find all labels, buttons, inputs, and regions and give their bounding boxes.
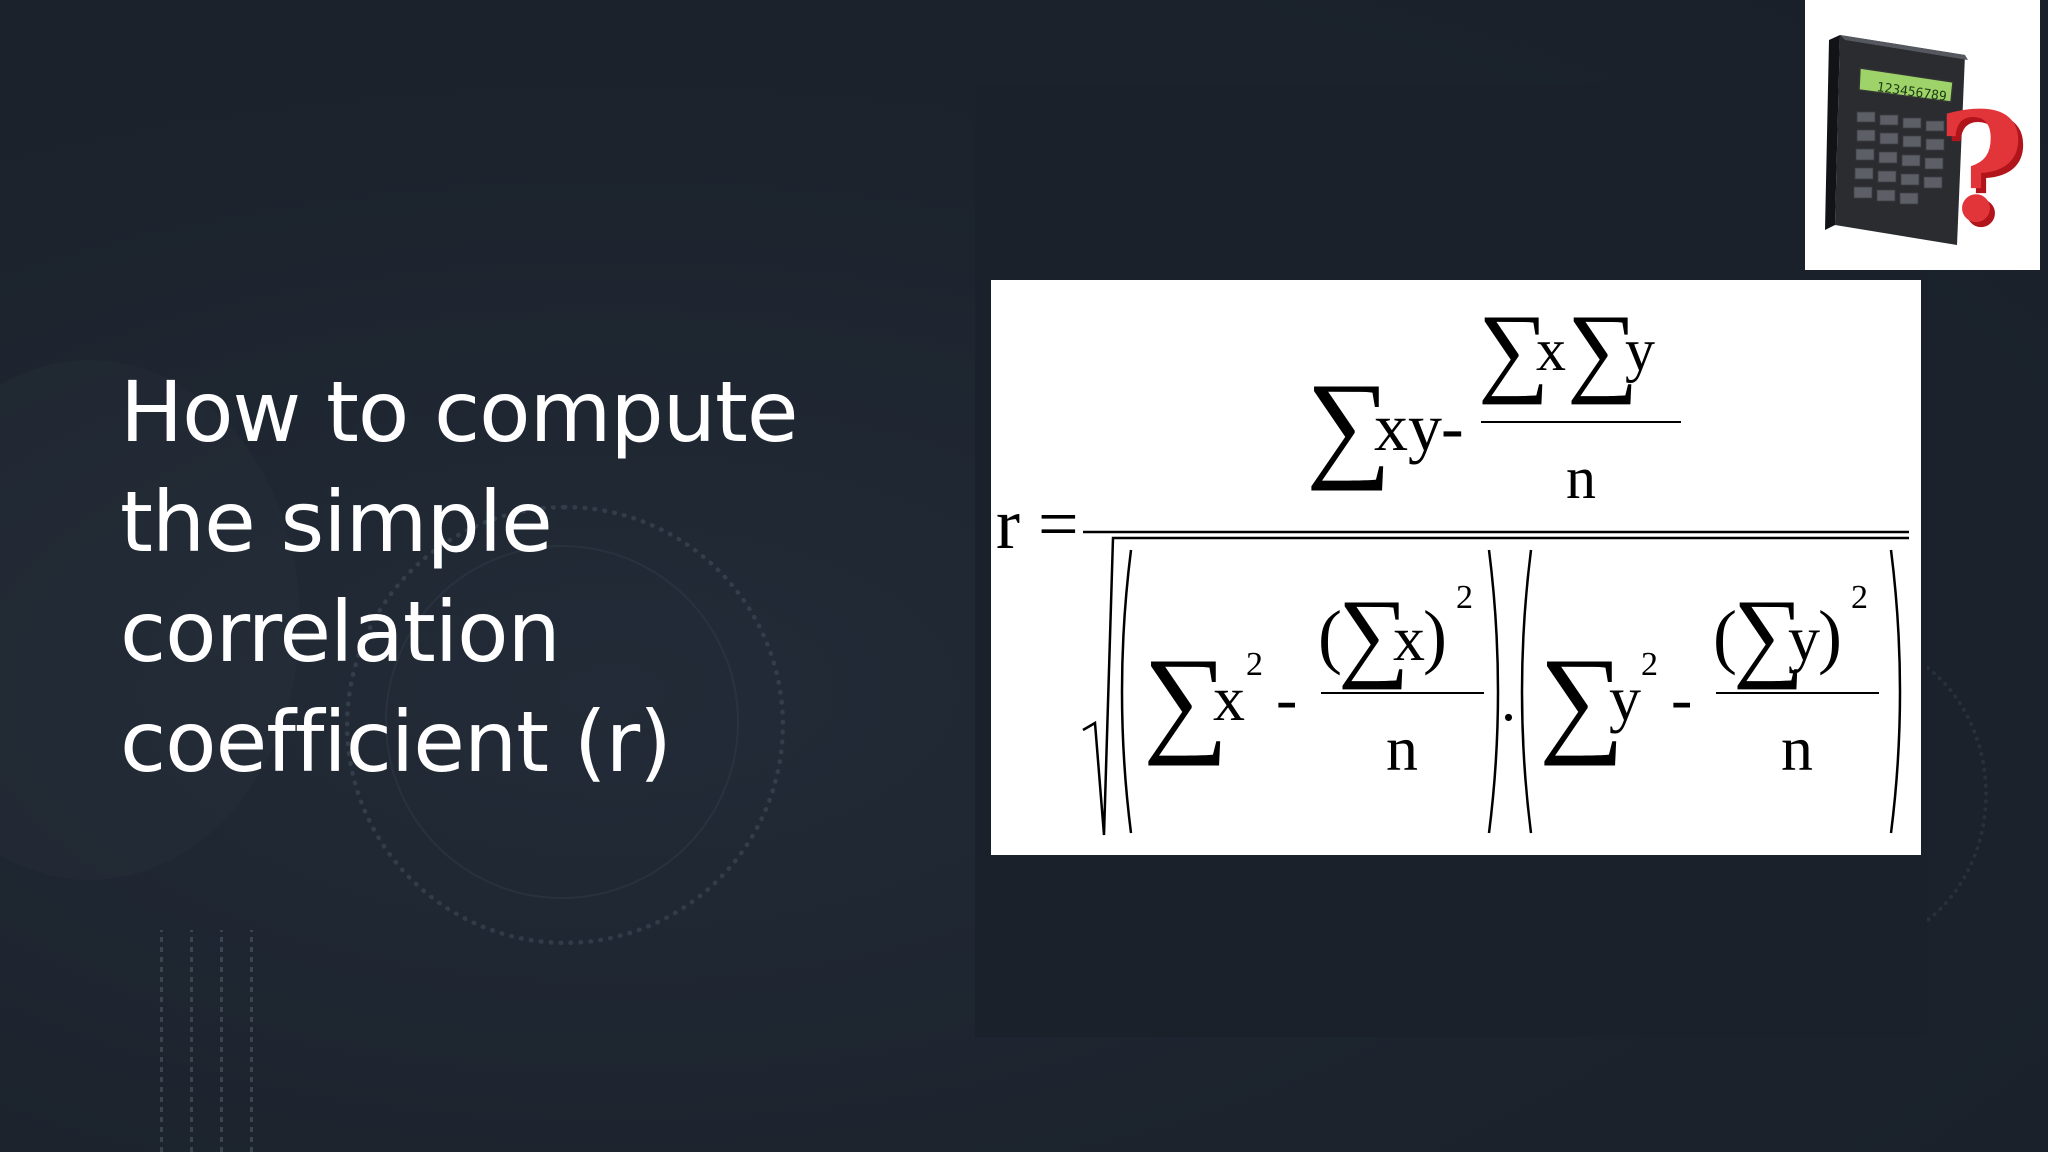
square-root-sign [1082,536,1909,836]
question-mark: ? [1937,80,2025,256]
slide-title: How to compute the simple correlation co… [120,357,880,797]
numerator-xy: xy [1374,389,1442,465]
numerator-y: y [1625,317,1655,383]
sigma-symbol: ∑ [1539,633,1625,766]
title-line: How to compute [120,363,799,461]
title-line: coefficient (r) [120,693,672,791]
calculator-question-image: 123456789 [1805,0,2040,270]
numerator-minus: - [1441,389,1464,465]
numerator-x: x [1536,317,1566,383]
open-paren: ( [1318,596,1342,676]
denominator-x: x [1213,663,1245,734]
sigma-symbol: ∑ [1143,633,1229,766]
exponent: 2 [1851,579,1868,616]
right-paren [1487,549,1500,834]
sigma-symbol: ∑ [1338,579,1409,690]
right-paren [1889,549,1902,834]
sigma-symbol: ∑ [1306,358,1392,491]
left-paren [1520,549,1533,834]
decorative-dotted-ring [345,505,785,945]
sigma-symbol: ∑ [1567,294,1638,405]
decorative-ring [385,545,739,899]
multiply-dot: . [1501,667,1516,733]
exponent: 2 [1246,646,1263,683]
left-divisor: n [1386,713,1418,784]
calculator-icon: 123456789 [1825,35,2030,261]
left-paren [1120,549,1133,834]
numerator-divisor: n [1566,445,1596,511]
decorative-dotted-lines [160,930,265,1152]
question-mark-icon: ? ? [1937,80,2030,261]
close-paren: ) [1423,596,1447,676]
minus-sign: - [1671,663,1692,734]
open-paren: ( [1713,596,1737,676]
exponent: 2 [1641,646,1658,683]
title-line: the simple [120,473,553,571]
inner-x: x [1393,603,1425,674]
sigma-symbol: ∑ [1478,294,1549,405]
title-line: correlation [120,583,561,681]
formula-lhs: r = [996,484,1079,564]
denominator-y: y [1609,663,1641,734]
formula-graphic: r = ∑ xy - ∑ x ∑ y n ∑ x 2 - [996,294,1909,836]
question-mark-shadow: ? [1942,85,2030,261]
correlation-formula: r = ∑ xy - ∑ x ∑ y n ∑ x 2 - [991,280,1921,855]
sigma-symbol: ∑ [1733,579,1804,690]
inner-y: y [1788,603,1820,674]
right-divisor: n [1781,713,1813,784]
close-paren: ) [1818,596,1842,676]
minus-sign: - [1276,663,1297,734]
exponent: 2 [1456,579,1473,616]
